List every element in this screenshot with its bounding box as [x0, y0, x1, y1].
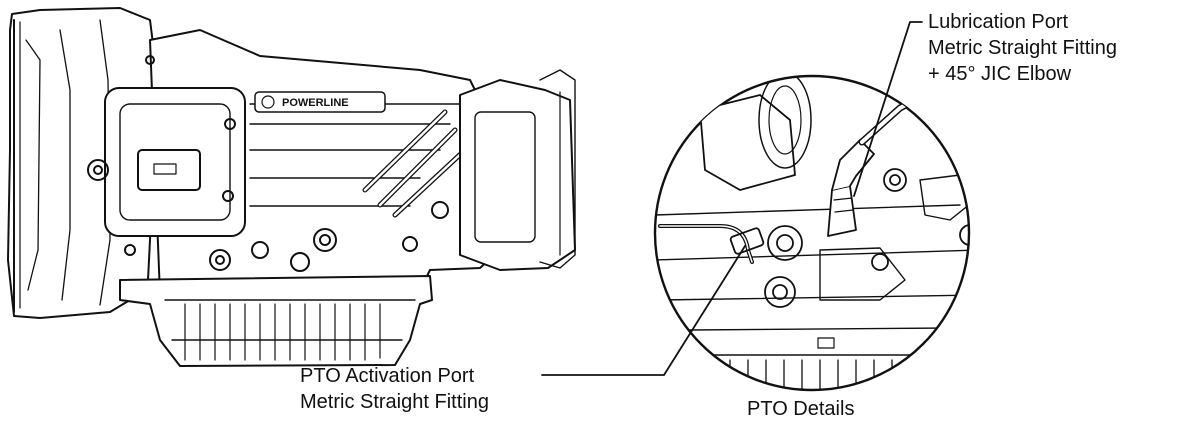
transmission-body: POWERLINE	[7, 7, 576, 367]
lubrication-port-title: Lubrication Port	[928, 11, 1069, 33]
pto-detail-view	[653, 74, 971, 392]
lubrication-port-elbow: + 45° JIC Elbow	[928, 63, 1072, 85]
lubrication-port-fitting: Metric Straight Fitting	[928, 37, 1117, 59]
brand-plate-text: POWERLINE	[282, 97, 349, 109]
pto-activation-port-fitting: Metric Straight Fitting	[300, 391, 489, 413]
pto-activation-port-callout: PTO Activation Port Metric Straight Fitt…	[300, 363, 489, 415]
pto-details-caption: PTO Details	[747, 398, 855, 420]
pto-activation-leader-line	[541, 245, 746, 376]
pto-activation-port-title: PTO Activation Port	[300, 365, 475, 387]
lubrication-leader-line	[853, 21, 923, 197]
lubrication-port-callout: Lubrication Port Metric Straight Fitting…	[928, 9, 1117, 87]
